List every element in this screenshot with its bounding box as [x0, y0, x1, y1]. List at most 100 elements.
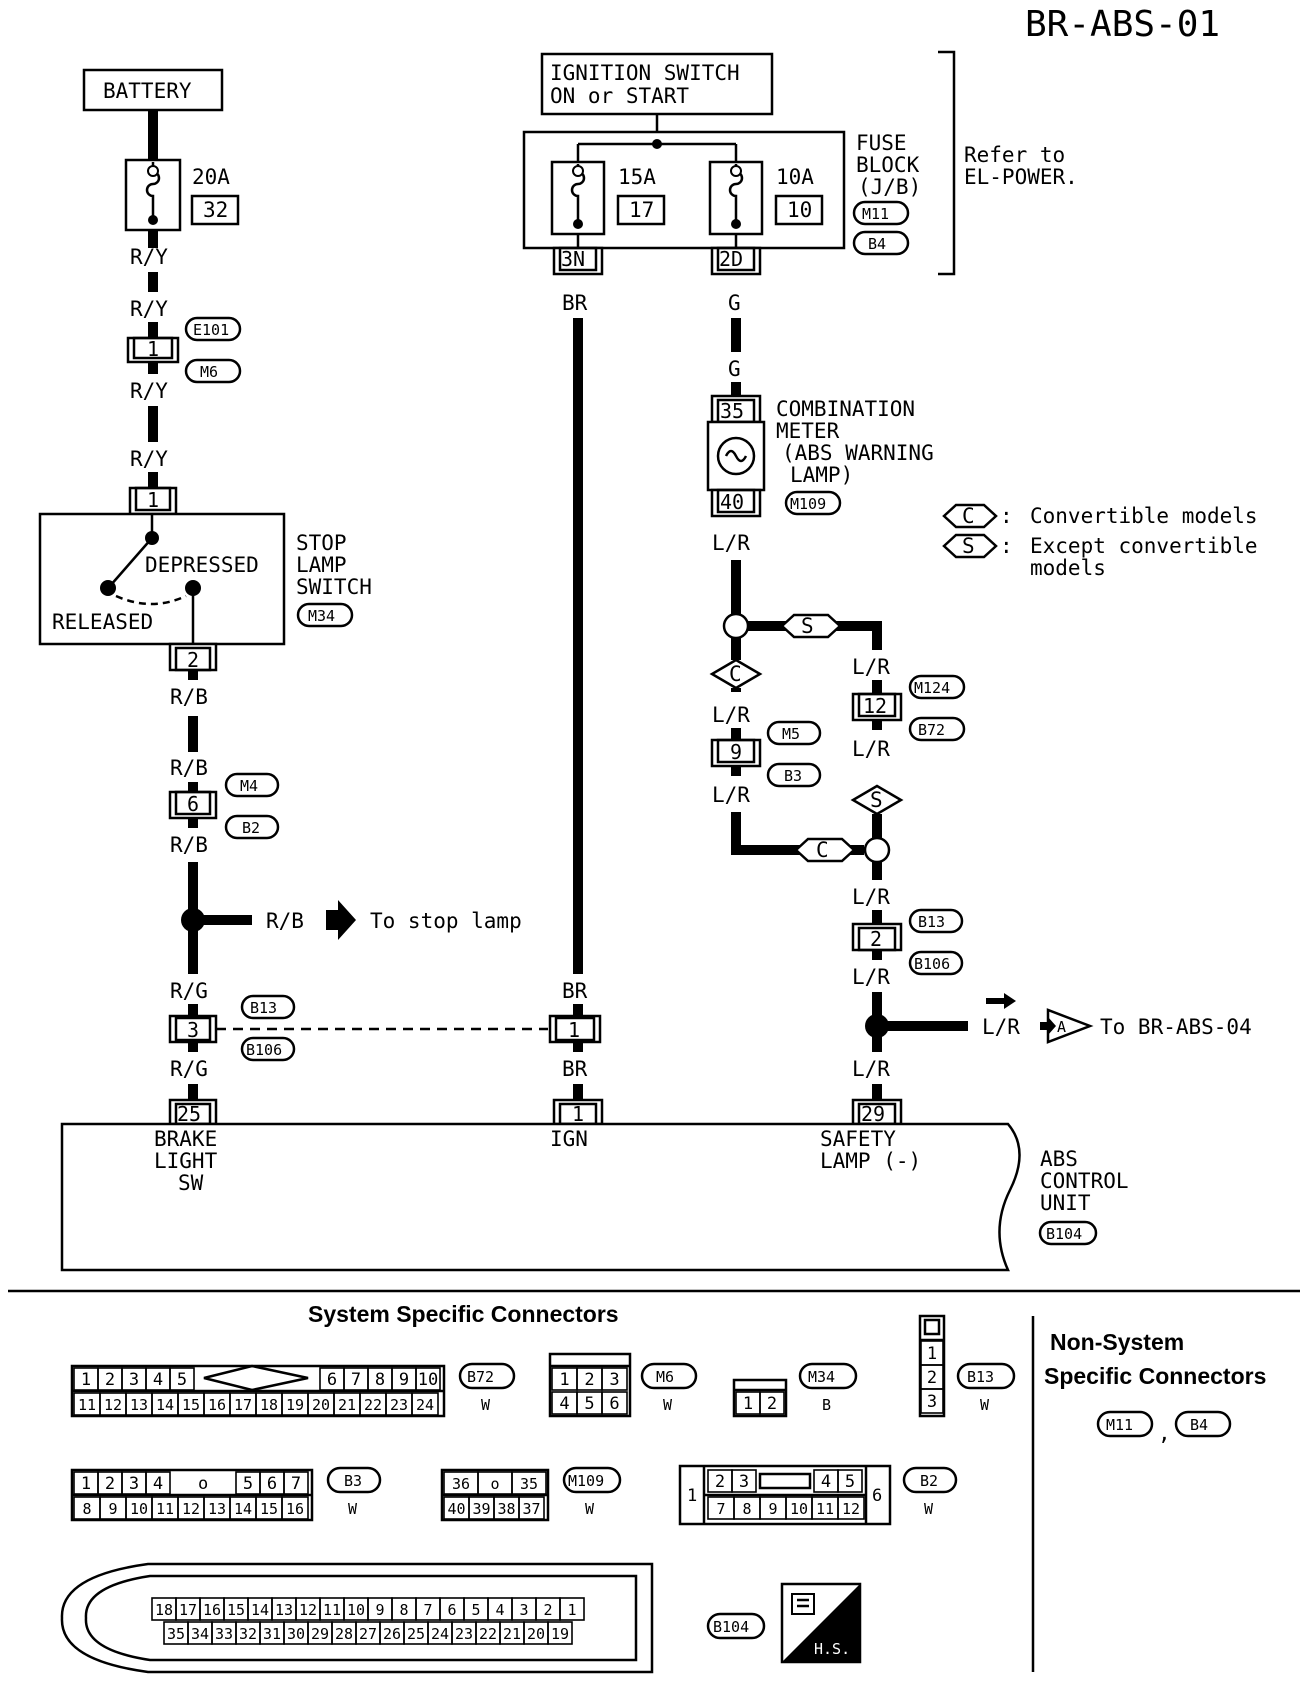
non-system-tag-b4: B4 [1174, 1410, 1232, 1438]
pin-number: 4 [495, 1601, 504, 1619]
pin-label: 1 [568, 1018, 580, 1042]
pin-number: 8 [399, 1601, 408, 1619]
pin-number: 36 [452, 1475, 470, 1493]
fuse-15a-rating: 15A [618, 165, 656, 189]
pin-number: 2 [543, 1601, 552, 1619]
combination-meter: 35 40 [706, 394, 766, 518]
meter-line-3: (ABS WARNING [782, 441, 934, 465]
connector-id: B13 [250, 999, 277, 1017]
connector-id: B72 [467, 1368, 494, 1386]
connector-id: B2 [920, 1472, 938, 1490]
pin-number: 37 [522, 1500, 540, 1518]
pin-label: 2 [870, 927, 882, 951]
fuse-15a [550, 160, 606, 236]
pin-number: 3 [739, 1472, 749, 1492]
pin-number: 30 [287, 1625, 305, 1643]
connector-id: M11 [862, 205, 889, 223]
pin-number: 16 [286, 1500, 304, 1518]
wire-color-rg-1: R/G [170, 979, 208, 1003]
face-tag-b13: B13 W [956, 1362, 1016, 1414]
connector-tag-m11: M11 [852, 200, 910, 226]
non-system-comma: , [1158, 1421, 1171, 1445]
pin-number: 3 [129, 1370, 139, 1390]
pin-number: 9 [399, 1370, 409, 1390]
pin-number: 1 [559, 1370, 569, 1390]
pin-number: 4 [821, 1472, 831, 1492]
pin-cell [837, 1469, 863, 1493]
pin-label: 1 [572, 1102, 584, 1126]
fuse-pin-2d: 2D [710, 246, 762, 276]
abs-pin1: 1 [552, 1098, 604, 1126]
pin-number: 10 [130, 1500, 148, 1518]
refer-to-line-1: Refer to [964, 143, 1065, 167]
pin-label: 29 [861, 1102, 885, 1126]
pin-number: 31 [263, 1625, 281, 1643]
pin-cell [415, 1367, 441, 1391]
pin-number: 3 [519, 1601, 528, 1619]
connector-color: W [481, 1396, 491, 1414]
pin-number: 4 [559, 1394, 569, 1414]
abs-title-3: UNIT [1040, 1191, 1091, 1215]
connector-tag-b3: B3 [766, 762, 822, 788]
pin-number: 25 [407, 1625, 425, 1643]
connector-tag-b106-left: B106 [240, 1036, 296, 1062]
pin-number: 1 [927, 1344, 937, 1364]
pin-number: 7 [716, 1500, 725, 1518]
pin-number: 2 [767, 1394, 777, 1414]
pin-number: 32 [239, 1625, 257, 1643]
abs-title-1: ABS [1040, 1147, 1078, 1171]
pin-number: 18 [155, 1601, 173, 1619]
ignition-switch-box [540, 52, 774, 116]
connector-color: W [585, 1500, 595, 1518]
pin-number: 14 [234, 1500, 252, 1518]
connector-id: M109 [568, 1472, 604, 1490]
system-specific-title: System Specific Connectors [308, 1301, 619, 1327]
pin-number: 6 [447, 1601, 456, 1619]
pin-label: 2 [187, 648, 199, 672]
connector-tag-m5: M5 [766, 720, 822, 746]
wire-color-lr-6: L/R [852, 885, 890, 909]
connector-tag-m34: M34 [296, 602, 354, 628]
pin-number: 35 [167, 1625, 185, 1643]
connector-tag-b13-right: B13 [908, 908, 964, 934]
wire-color-lr-7: L/R [852, 965, 890, 989]
connector-id: M34 [808, 1368, 835, 1386]
connector-id: M11 [1106, 1416, 1133, 1434]
pin-number: 11 [323, 1601, 341, 1619]
pin-number: 12 [299, 1601, 317, 1619]
pin-number: 19 [551, 1625, 569, 1643]
pin-number: 23 [390, 1396, 408, 1414]
connector-tag-m124: M124 [908, 674, 966, 700]
pin-cell [920, 1388, 944, 1414]
battery-label: BATTERY [103, 79, 192, 103]
tag-letter: C [816, 838, 829, 862]
pin-label: 12 [863, 694, 887, 718]
pin-number: 4 [153, 1370, 163, 1390]
pin-number: 5 [177, 1370, 187, 1390]
pin-number: 8 [742, 1500, 751, 1518]
switch-depressed-label: DEPRESSED [145, 553, 259, 577]
wire-color-rb-1: R/B [170, 685, 208, 709]
fuse-10a [708, 160, 764, 236]
pin-cell [547, 1621, 573, 1645]
wire-color-lr-4: L/R [852, 655, 890, 679]
tag-c-left: C [709, 658, 763, 690]
stop-lamp-title-3: SWITCH [296, 575, 372, 599]
fuse-pin-3n: 3N [552, 246, 604, 276]
pin-number: 24 [431, 1625, 449, 1643]
pin-number: 15 [260, 1500, 278, 1518]
refer-to-line-2: EL-POWER. [964, 165, 1078, 189]
connector-id: B2 [242, 819, 260, 837]
connector-b13-pin1: 1 [548, 1014, 602, 1044]
pin-cell [601, 1367, 628, 1391]
face-tag-m6: M6 W [640, 1362, 698, 1414]
pin-number: 24 [416, 1396, 434, 1414]
connector-tag-b4: B4 [852, 230, 910, 256]
pin-number: 9 [375, 1601, 384, 1619]
connector-id: B72 [918, 721, 945, 739]
abs-brake-3: SW [178, 1171, 204, 1195]
